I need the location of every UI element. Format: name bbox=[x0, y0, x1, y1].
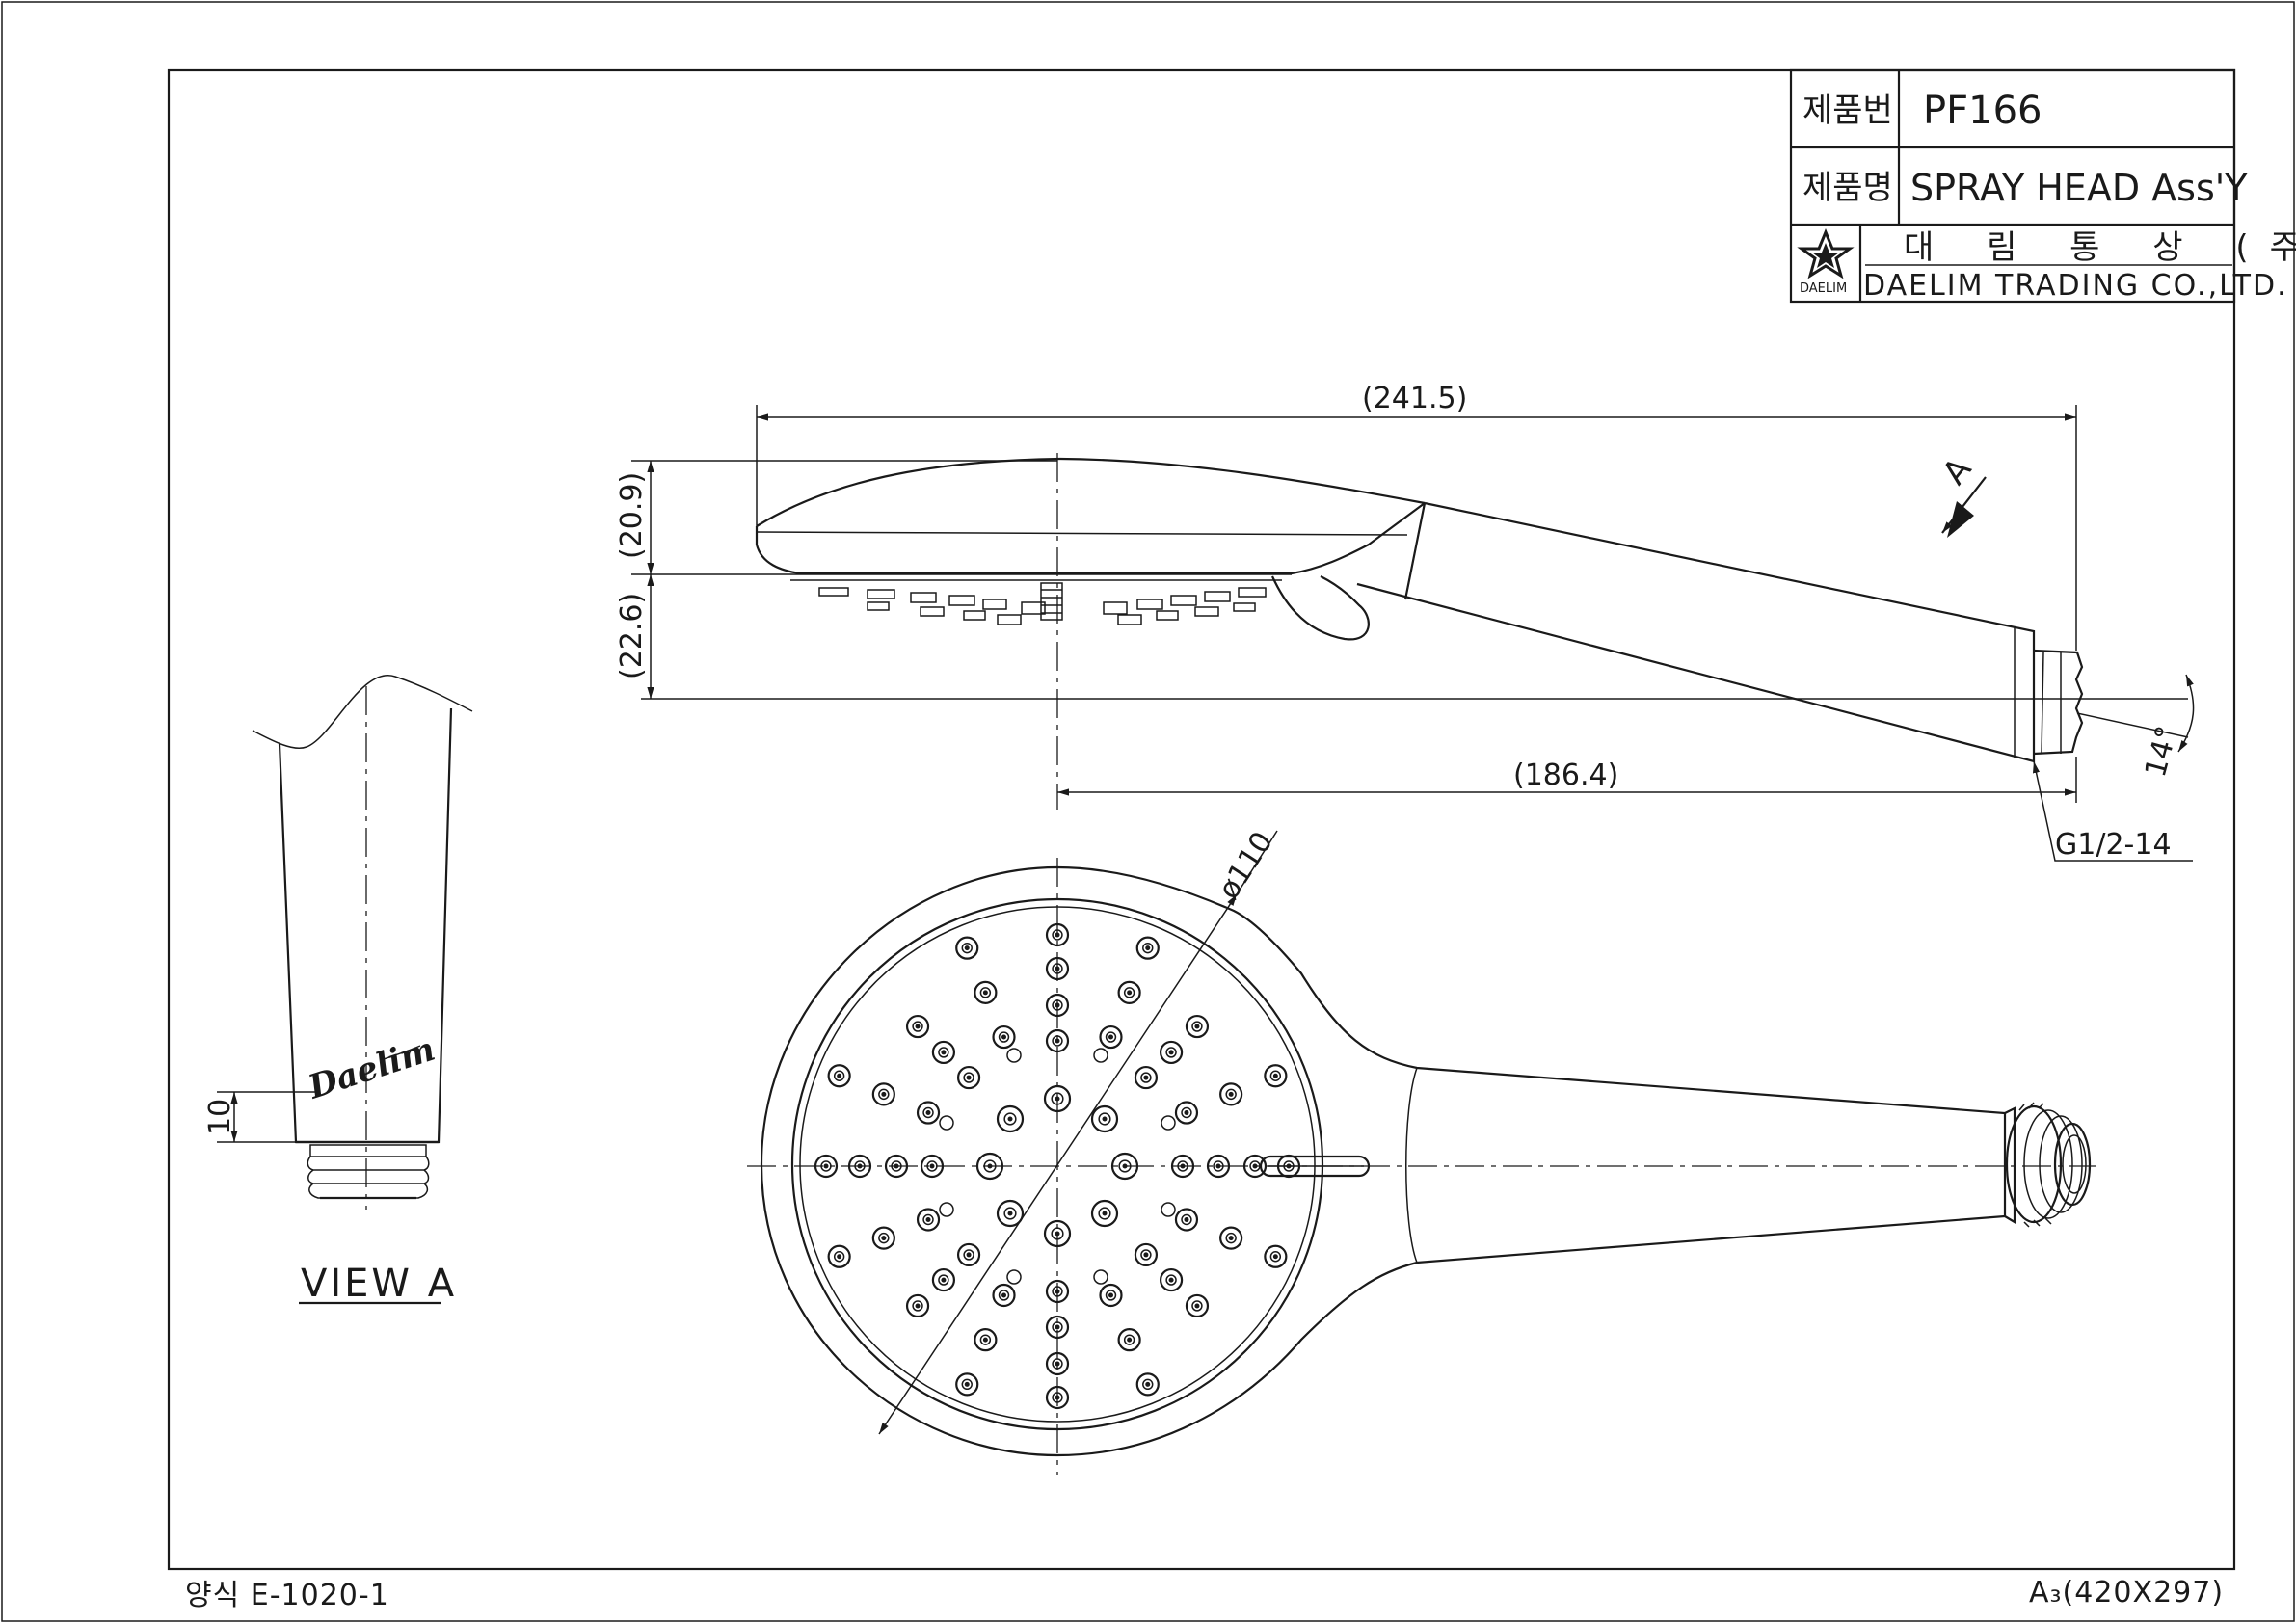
dim-diameter: ø110 bbox=[1212, 826, 1280, 905]
vent-hole bbox=[1161, 1202, 1176, 1217]
view-a-thread bbox=[307, 1144, 430, 1200]
product-no: PF166 bbox=[1923, 89, 2042, 133]
form-number: 양식 E-1020-1 bbox=[185, 1579, 389, 1612]
thread-connector bbox=[2033, 649, 2084, 756]
vent-hole bbox=[1093, 1269, 1108, 1285]
dim-overall-length: (241.5) bbox=[1362, 382, 1467, 415]
vent-hole bbox=[1093, 1048, 1108, 1063]
nozzle-row bbox=[790, 579, 1282, 625]
front-view: ø110 bbox=[747, 826, 2096, 1475]
nozzle bbox=[1264, 1244, 1288, 1268]
product-no-label: 제품번 bbox=[1802, 92, 1893, 130]
logo-text: DAELIM bbox=[1800, 281, 1847, 296]
head-face-outline bbox=[755, 502, 1426, 575]
handle-outline bbox=[1356, 501, 2036, 763]
front-outer-outline bbox=[760, 865, 2007, 1457]
switch-lever bbox=[1270, 575, 1370, 641]
view-a: Daelim 10 VIEW A bbox=[203, 674, 473, 1306]
thread-spec: G1/2-14 bbox=[2055, 828, 2172, 862]
vent-hole bbox=[1006, 1048, 1022, 1063]
view-arrow-icon bbox=[1947, 501, 1974, 538]
sheet-size: A₃(420X297) bbox=[2029, 1576, 2224, 1610]
vent-hole bbox=[939, 1202, 954, 1217]
vent-hole bbox=[1006, 1269, 1022, 1285]
company-en: DAELIM TRADING CO.,LTD. bbox=[1863, 269, 2288, 303]
view-a-break-line bbox=[252, 674, 473, 749]
dim-angle: 14° bbox=[2139, 723, 2185, 781]
view-marker: A bbox=[1936, 451, 1980, 492]
vent-hole bbox=[1161, 1115, 1176, 1131]
product-name-label: 제품명 bbox=[1802, 169, 1893, 207]
daelim-logo: DAELIM bbox=[1797, 228, 1855, 296]
head-top-outline bbox=[756, 457, 1426, 527]
angle-arc bbox=[2177, 674, 2195, 753]
dim-diameter-line bbox=[878, 893, 1238, 1435]
thread-leader bbox=[2032, 760, 2193, 862]
dim-head-upper: (20.9) bbox=[615, 472, 649, 559]
star-logo-icon bbox=[1797, 228, 1855, 279]
side-view: (241.5) (186.4) (20.9) (22.6) 14° G1/2-1… bbox=[615, 382, 2195, 862]
head-inner-line bbox=[756, 531, 1408, 536]
nozzle bbox=[1264, 1064, 1288, 1088]
brand-script: Daelim bbox=[303, 1030, 440, 1107]
view-a-title: VIEW A bbox=[301, 1262, 457, 1306]
title-block: 제품번 PF166 제품명 SPRAY HEAD Ass'Y DAELIM 대 … bbox=[1789, 68, 2296, 304]
front-thread-connector bbox=[2004, 1102, 2092, 1228]
dim-view-a-height: 10 bbox=[203, 1099, 237, 1135]
product-name: SPRAY HEAD Ass'Y bbox=[1910, 167, 2248, 209]
dim-head-lower: (22.6) bbox=[615, 593, 649, 679]
dim-handle-length: (186.4) bbox=[1513, 758, 1618, 792]
nozzle bbox=[827, 1064, 851, 1088]
drawing-frame bbox=[167, 68, 2236, 1571]
handle-taper-line bbox=[1405, 1067, 1418, 1264]
company-kr: 대 림 통 상 (주) bbox=[1904, 228, 2296, 267]
nozzle bbox=[827, 1244, 851, 1268]
vent-hole bbox=[939, 1115, 954, 1131]
